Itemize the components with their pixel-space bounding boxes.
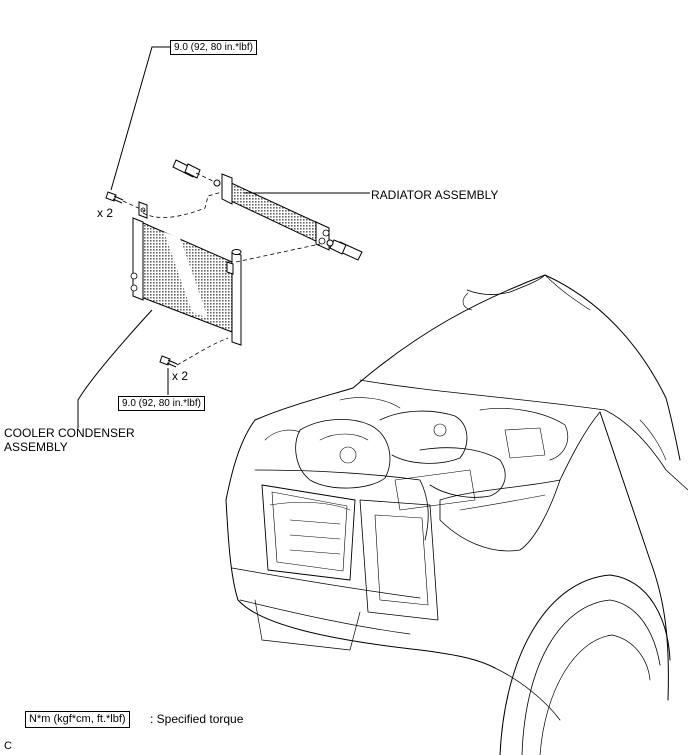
cooler-condenser-assembly-part	[130, 201, 242, 346]
radiator-assembly-label: RADIATOR ASSEMBLY	[371, 188, 499, 202]
condenser-label-line1: COOLER CONDENSER	[4, 426, 135, 440]
vehicle-front-illustration	[225, 274, 688, 755]
alignment-dashed-lines	[122, 172, 321, 366]
figure-code: C	[4, 740, 12, 752]
torque-spec-bottom: 9.0 (92, 80 in.*lbf)	[118, 396, 205, 411]
quantity-label-upper: x 2	[97, 206, 114, 220]
quantity-label-lower: x 2	[172, 369, 189, 383]
legend-unit-box: N*m (kgf*cm, ft.*lbf)	[25, 711, 130, 728]
legend-description: : Specified torque	[150, 712, 244, 726]
radiator-assembly-part	[221, 173, 330, 251]
upper-hose-part	[172, 159, 221, 187]
lower-hose-part	[326, 239, 363, 261]
leader-lines	[77, 46, 370, 428]
torque-spec-top: 9.0 (92, 80 in.*lbf)	[170, 40, 257, 55]
bolt-icon	[105, 191, 178, 368]
condenser-label-line2: ASSEMBLY	[4, 440, 68, 454]
